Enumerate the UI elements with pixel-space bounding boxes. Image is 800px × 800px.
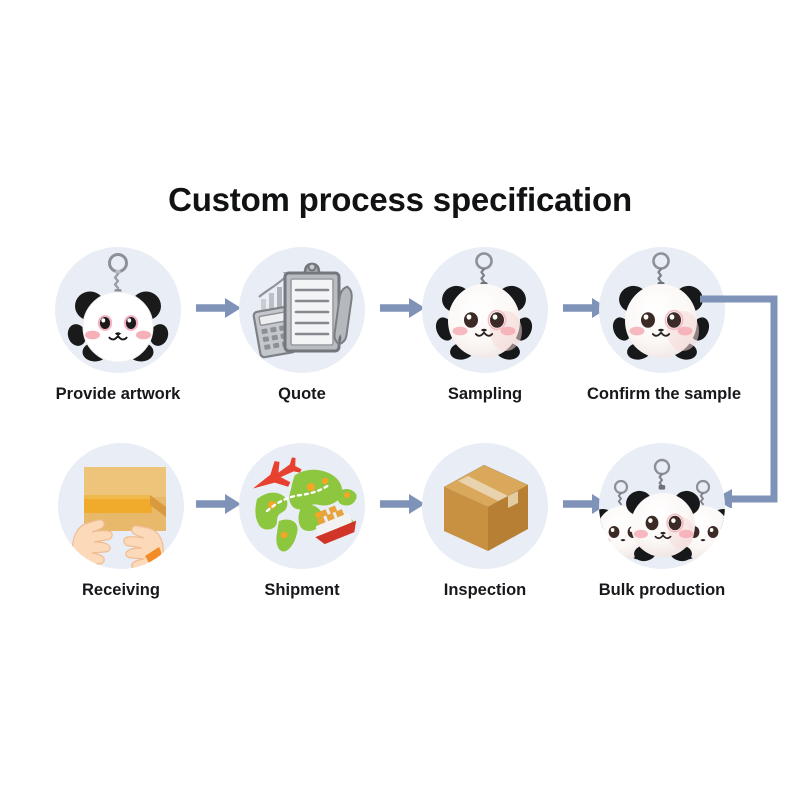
- step-quote[interactable]: Quote: [227, 247, 377, 404]
- hands-opening-parcel-icon: [66, 467, 166, 569]
- arrow-quote-to-sampling: [380, 298, 425, 318]
- panda-plush-group-icon: [599, 458, 725, 562]
- step-shipment[interactable]: Shipment: [227, 443, 377, 600]
- arrow-receiving-to-shipment: [196, 494, 241, 514]
- step-receiving[interactable]: Receiving: [46, 443, 196, 600]
- step-circle-shipment: [239, 443, 365, 569]
- panda-keychain-artwork-icon: [67, 253, 169, 363]
- step-label-confirm-the-sample: Confirm the sample: [587, 385, 742, 403]
- step-label-receiving: Receiving: [82, 581, 160, 599]
- step-confirm-the-sample[interactable]: Lisa Confirm the sample: [587, 247, 742, 404]
- page-title: Custom process specification: [168, 181, 632, 218]
- step-circle-receiving: [58, 443, 184, 569]
- step-circle-quote: [239, 247, 365, 373]
- step-circle-sampling: Lisa: [422, 247, 548, 373]
- step-label-bulk-production: Bulk production: [598, 581, 726, 599]
- step-provide-artwork[interactable]: Provide artwork: [43, 247, 193, 404]
- clipboard-calculator-quote-icon: [252, 262, 353, 359]
- step-label-provide-artwork: Provide artwork: [55, 385, 181, 403]
- watermark-sampling: Lisa: [528, 361, 540, 367]
- panda-plush-sample-icon: [435, 252, 533, 360]
- arrow-shipment-to-inspection: [380, 494, 425, 514]
- step-circle-inspection: [422, 443, 548, 569]
- panda-plush-confirm-icon: [612, 252, 710, 360]
- step-sampling[interactable]: Lisa Sampling: [410, 247, 560, 404]
- step-circle-confirm-the-sample: Lisa: [599, 247, 725, 373]
- step-label-sampling: Sampling: [447, 385, 523, 403]
- watermark-confirm: Lisa: [705, 361, 717, 367]
- arrow-inspection-to-bulk: [563, 494, 608, 514]
- step-circle-bulk-production: [599, 443, 725, 569]
- step-label-quote: Quote: [278, 385, 326, 403]
- step-circle-provide-artwork: [55, 247, 181, 373]
- step-label-shipment: Shipment: [264, 581, 340, 599]
- step-inspection[interactable]: Inspection: [410, 443, 560, 600]
- world-map-plane-ship-icon: [252, 457, 357, 552]
- step-label-inspection: Inspection: [443, 581, 527, 599]
- arrow-sampling-to-confirm: [563, 298, 608, 318]
- arrow-artwork-to-quote: [196, 298, 241, 318]
- step-bulk-production[interactable]: Bulk production: [587, 443, 737, 600]
- cardboard-box-icon: [444, 465, 528, 551]
